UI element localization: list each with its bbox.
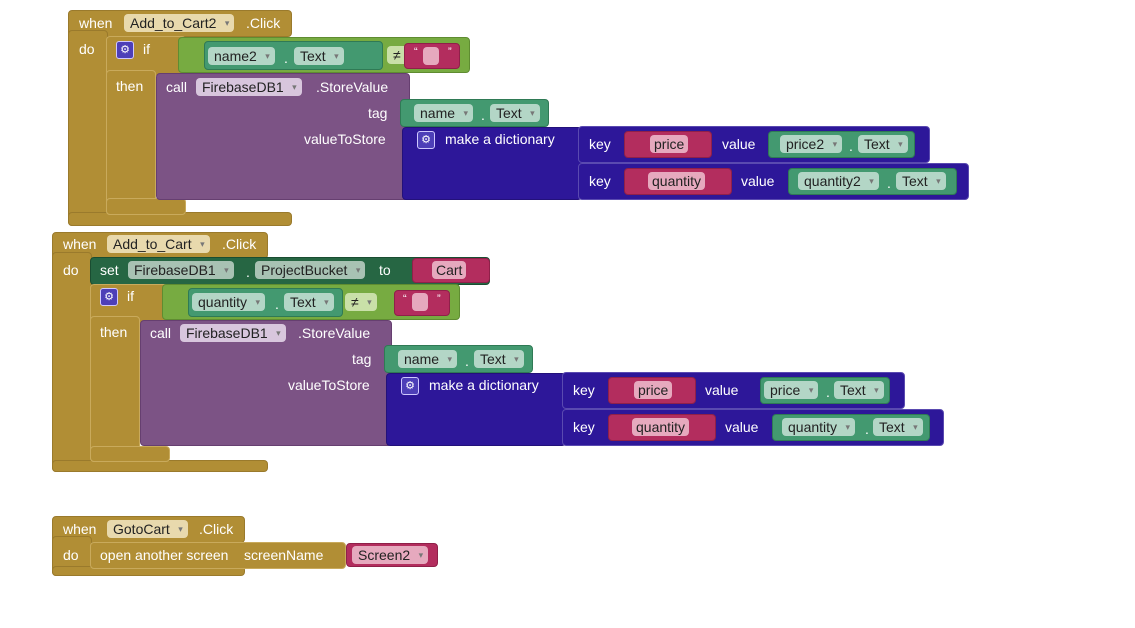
event-body xyxy=(68,30,108,226)
dict-label: make a dictionary xyxy=(445,131,555,147)
when-label: when xyxy=(63,521,97,537)
component-dropdown[interactable]: name xyxy=(398,350,458,368)
component-dropdown[interactable]: price xyxy=(764,381,819,399)
event-label: .Click xyxy=(246,15,281,31)
component-dropdown[interactable]: Add_to_Cart2 xyxy=(124,14,235,32)
value-label: value xyxy=(722,136,756,152)
value-label: value xyxy=(725,419,759,435)
text-value[interactable]: quantity xyxy=(632,418,690,436)
property-dropdown[interactable]: ProjectBucket xyxy=(255,261,366,279)
component-dropdown[interactable]: FirebaseDB1 xyxy=(180,324,286,342)
component-dropdown[interactable]: name xyxy=(414,104,474,122)
component-dropdown[interactable]: GotoCart xyxy=(107,520,188,538)
tag-label: tag xyxy=(368,105,388,121)
property-dropdown[interactable]: Text xyxy=(858,135,908,153)
component-dropdown[interactable]: price2 xyxy=(780,135,843,153)
component-dropdown[interactable]: name2 xyxy=(208,47,275,65)
text-value[interactable]: price xyxy=(634,381,673,399)
to-label: to xyxy=(379,262,391,278)
do-label: do xyxy=(63,547,79,563)
when-label: when xyxy=(63,236,97,252)
do-label: do xyxy=(63,262,79,278)
do-label: do xyxy=(79,41,95,57)
value-to-store-label: valueToStore xyxy=(288,377,370,393)
dot: . xyxy=(284,50,288,66)
then-label: then xyxy=(100,324,128,340)
if-body xyxy=(106,70,156,215)
method-label: .StoreValue xyxy=(298,325,371,341)
component-dropdown[interactable]: FirebaseDB1 xyxy=(196,78,302,96)
if-footer xyxy=(106,198,186,215)
if-body xyxy=(90,316,140,462)
mutator-gear-icon[interactable]: ⚙ xyxy=(100,288,118,306)
component-dropdown[interactable]: quantity2 xyxy=(798,172,879,190)
when-label: when xyxy=(79,15,113,31)
text-value[interactable] xyxy=(423,47,439,65)
screen-name-label: screenName xyxy=(244,547,324,563)
screen-dropdown[interactable]: Screen2 xyxy=(352,546,429,564)
event-label: .Click xyxy=(199,521,234,537)
event-body xyxy=(52,252,92,472)
mutator-gear-icon[interactable]: ⚙ xyxy=(116,41,134,59)
value-to-store-label: valueToStore xyxy=(304,131,386,147)
dot: . xyxy=(275,296,279,312)
key-label: key xyxy=(589,173,611,189)
call-label: call xyxy=(166,79,188,95)
property-dropdown[interactable]: Text xyxy=(490,104,540,122)
property-dropdown[interactable]: Text xyxy=(284,293,334,311)
call-label: call xyxy=(150,325,172,341)
method-label: .StoreValue xyxy=(316,79,389,95)
component-dropdown[interactable]: quantity xyxy=(192,293,266,311)
key-label: key xyxy=(573,382,595,398)
value-label: value xyxy=(741,173,775,189)
text-value[interactable]: price xyxy=(650,135,689,153)
property-dropdown[interactable]: Text xyxy=(896,172,946,190)
action-label: open another screen xyxy=(100,547,229,563)
if-label: if xyxy=(143,41,150,57)
property-dropdown[interactable]: Text xyxy=(873,418,923,436)
text-value[interactable] xyxy=(412,293,428,311)
text-value[interactable]: Cart xyxy=(432,261,467,279)
property-dropdown[interactable]: Text xyxy=(474,350,524,368)
text-value[interactable]: quantity xyxy=(648,172,706,190)
key-label: key xyxy=(589,136,611,152)
dict-label: make a dictionary xyxy=(429,377,539,393)
key-label: key xyxy=(573,419,595,435)
component-dropdown[interactable]: quantity xyxy=(782,418,856,436)
set-label: set xyxy=(100,262,119,278)
open-another-screen-block[interactable] xyxy=(90,542,346,569)
property-dropdown[interactable]: Text xyxy=(834,381,884,399)
mutator-gear-icon[interactable]: ⚙ xyxy=(401,377,419,395)
component-dropdown[interactable]: FirebaseDB1 xyxy=(128,261,234,279)
tag-label: tag xyxy=(352,351,372,367)
mutator-gear-icon[interactable]: ⚙ xyxy=(417,131,435,149)
component-dropdown[interactable]: Add_to_Cart xyxy=(107,235,210,253)
if-label: if xyxy=(127,288,134,304)
operator-dropdown[interactable]: ≠ xyxy=(345,293,377,311)
property-dropdown[interactable]: Text xyxy=(294,47,344,65)
event-label: .Click xyxy=(222,236,257,252)
if-footer xyxy=(90,446,170,462)
then-label: then xyxy=(116,78,144,94)
value-label: value xyxy=(705,382,739,398)
